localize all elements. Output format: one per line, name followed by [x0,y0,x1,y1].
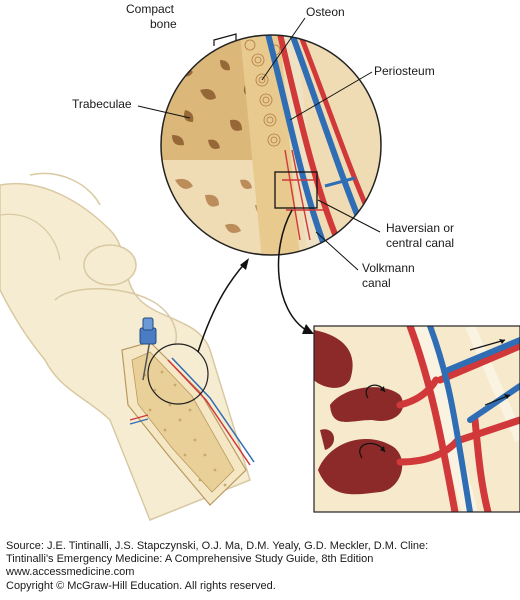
tibia-cut-section [121,341,255,506]
source-line-2: Tintinalli's Emergency Medicine: A Compr… [6,553,374,566]
zoom-selection-box [274,171,318,209]
magnifier-small-circle [147,343,209,405]
magnified-cross-section [161,35,381,255]
haversian-canal-label-line2: central canal [386,236,454,250]
trabeculae-label: Trabeculae [72,97,132,111]
periosteum-label: Periosteum [374,64,435,78]
compact-bone-label-line2: bone [150,17,177,31]
source-line-1: Source: J.E. Tintinalli, J.S. Stapczynsk… [6,540,429,552]
io-needle [139,317,157,381]
leader-lines [137,17,381,271]
osteon-label: Osteon [306,5,345,19]
compact-bone-bracket [213,33,237,46]
arrow-to-zoom-circle [197,261,247,353]
volkmann-canal-label-line2: canal [362,276,391,290]
detail-inset-box [314,326,520,512]
volkmann-canal-label: Volkmann [362,261,415,275]
haversian-canal-label: Haversian or [386,221,454,235]
arrow-to-detail-box [277,209,307,331]
compact-bone-label: Compact [126,2,175,16]
website-link[interactable]: www.accessmedicine.com [6,566,135,579]
source-credits: Source: J.E. Tintinalli, J.S. Stapczynsk… [6,540,518,593]
copyright-line: Copyright © McGraw-Hill Education. All r… [6,579,276,592]
